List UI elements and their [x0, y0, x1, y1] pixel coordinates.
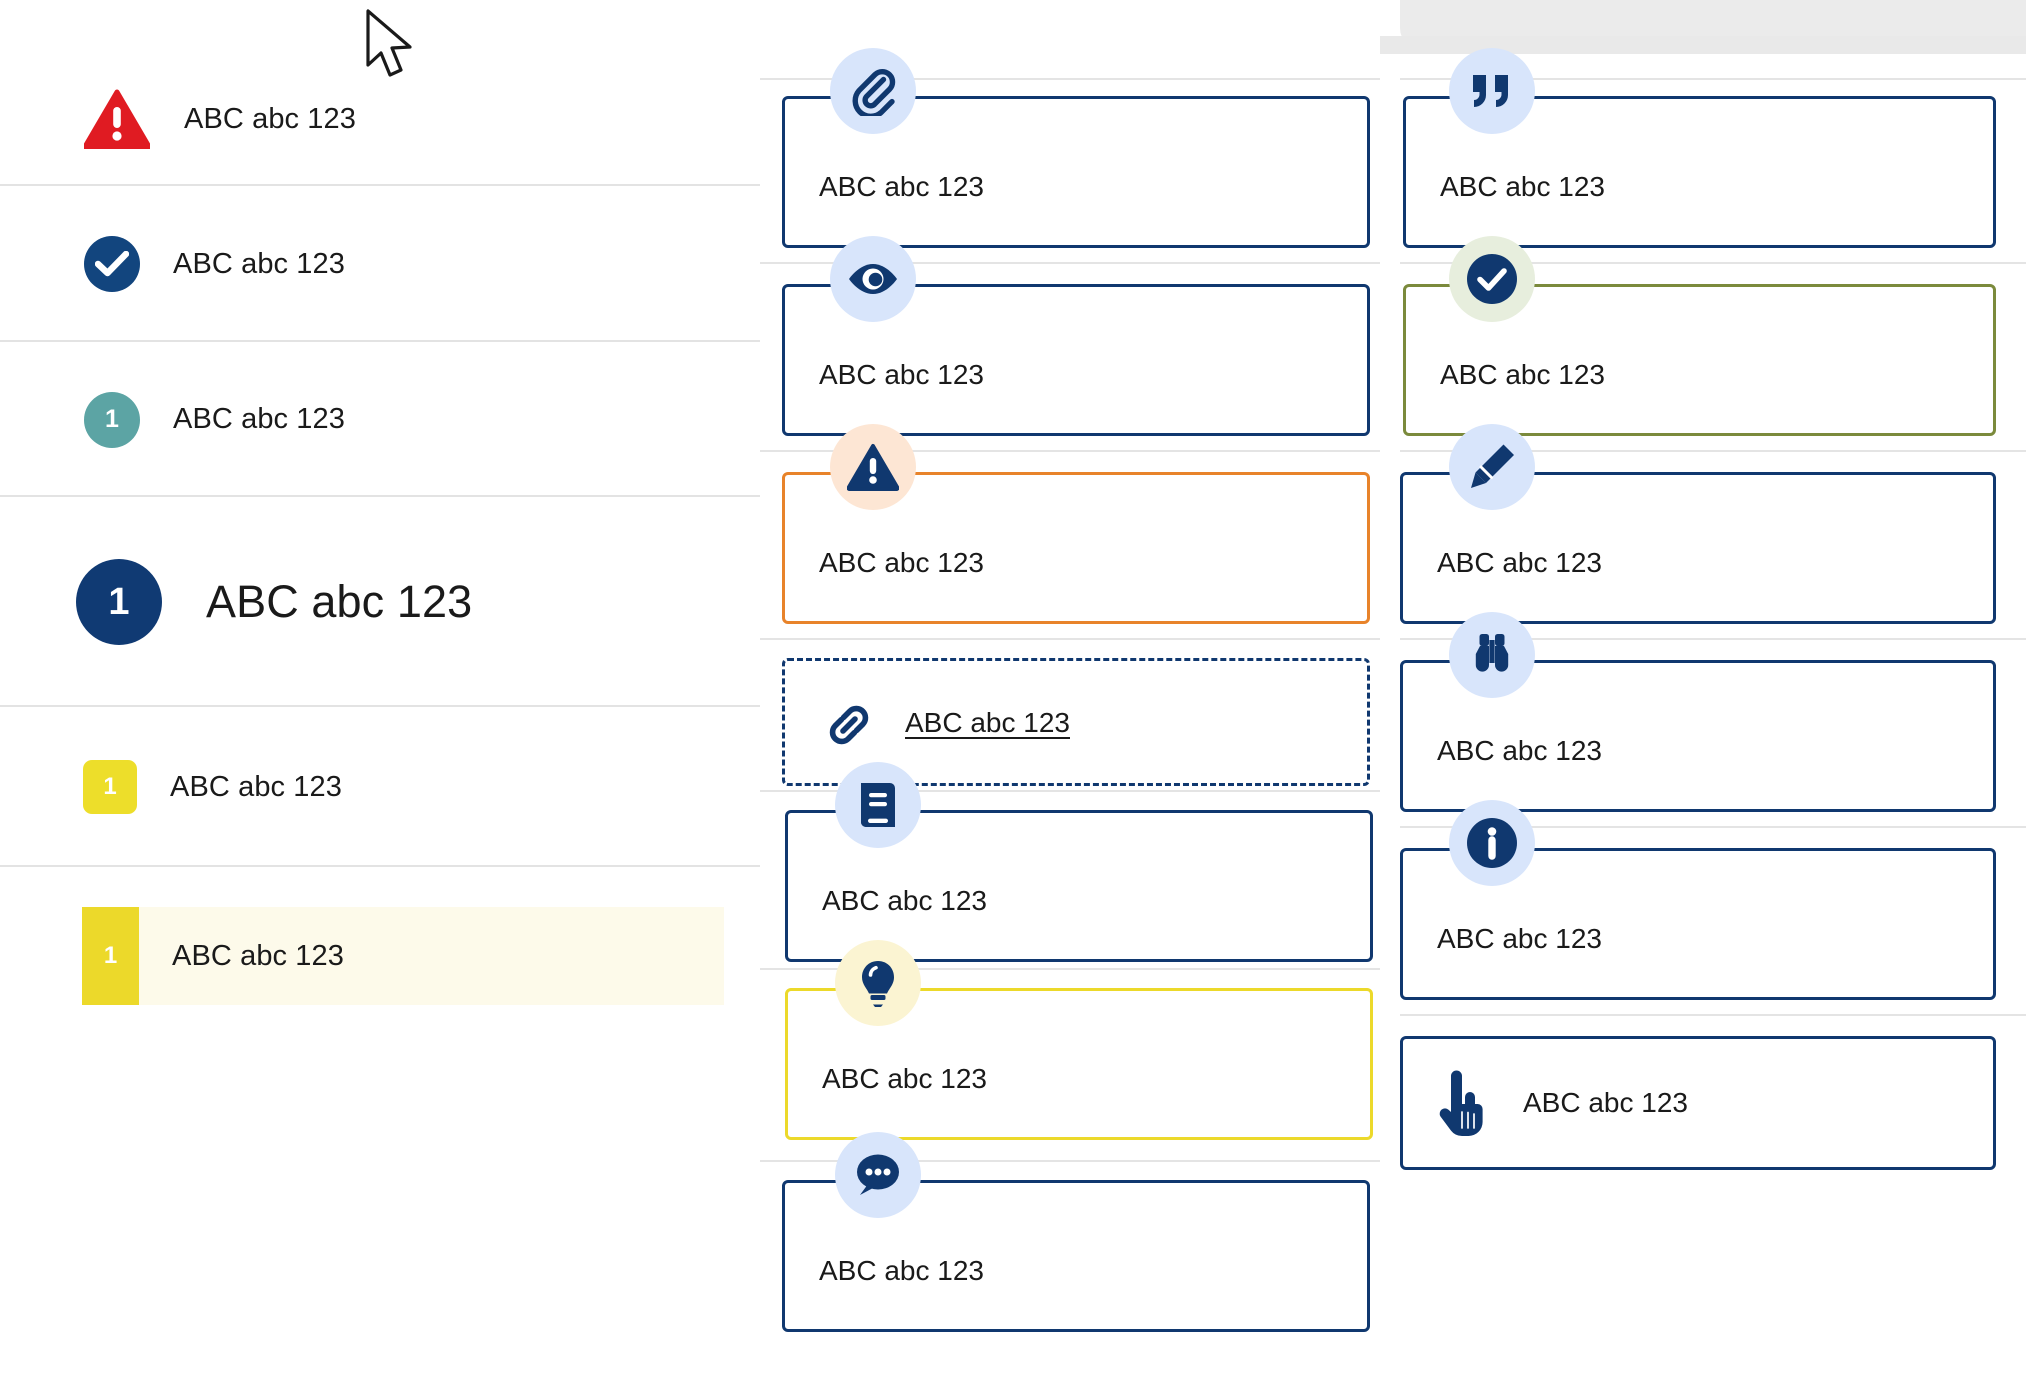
number-badge-icon: 1 — [82, 907, 139, 1005]
warning-triangle-icon — [830, 424, 916, 510]
list-item-label: ABC abc 123 — [173, 247, 345, 280]
list-item-yellow-badge[interactable]: 1 ABC abc 123 — [0, 707, 760, 867]
column-separator — [1400, 262, 2026, 264]
row-separator — [0, 705, 760, 707]
row-separator — [0, 340, 760, 342]
list-item-label: ABC abc 123 — [170, 770, 342, 803]
card-label: ABC abc 123 — [822, 885, 987, 916]
column-separator — [760, 262, 1380, 264]
row-separator — [0, 495, 760, 497]
binoculars-icon — [1449, 612, 1535, 698]
card-label: ABC abc 123 — [1437, 923, 1602, 954]
chain-link-icon — [813, 689, 885, 761]
background-panel-strip — [1380, 36, 2026, 54]
column-separator — [1400, 78, 2026, 80]
card-label: ABC abc 123 — [819, 1255, 984, 1286]
list-item-warning[interactable]: ABC abc 123 — [0, 52, 760, 186]
list-item-highlighted[interactable]: 1 ABC abc 123 — [0, 867, 760, 1047]
row-separator — [0, 865, 760, 867]
eye-icon — [830, 236, 916, 322]
pencil-icon — [1449, 424, 1535, 510]
quotation-mark-icon — [1449, 48, 1535, 134]
card-label: ABC abc 123 — [819, 171, 984, 202]
left-list-column: ABC abc 123 ABC abc 123 1 ABC abc 123 1 … — [0, 0, 760, 1392]
pointing-hand-icon — [1429, 1061, 1495, 1147]
card-label: ABC abc 123 — [819, 547, 984, 578]
card-label: ABC abc 123 — [1437, 547, 1602, 578]
warning-triangle-icon — [84, 89, 150, 149]
card-attachment[interactable]: ABC abc 123 — [782, 96, 1370, 248]
book-icon — [835, 762, 921, 848]
check-circle-icon — [84, 236, 140, 292]
list-item-check[interactable]: ABC abc 123 — [0, 186, 760, 342]
speech-bubble-icon — [835, 1132, 921, 1218]
lightbulb-icon — [835, 940, 921, 1026]
number-badge-icon: 1 — [84, 391, 140, 448]
card-label: ABC abc 123 — [1440, 359, 1605, 390]
check-circle-icon — [1449, 236, 1535, 322]
column-separator — [760, 968, 1380, 970]
card-tip[interactable]: ABC abc 123 — [785, 988, 1373, 1140]
column-separator — [760, 638, 1380, 640]
list-item-teal-badge[interactable]: 1 ABC abc 123 — [0, 342, 760, 497]
card-interactive[interactable]: ABC abc 123 — [1400, 1036, 1996, 1170]
info-circle-icon — [1449, 800, 1535, 886]
card-label: ABC abc 123 — [822, 1063, 987, 1094]
row-separator — [0, 184, 760, 186]
column-separator — [1400, 450, 2026, 452]
column-separator — [760, 78, 1380, 80]
paperclip-icon — [830, 48, 916, 134]
number-badge-icon: 1 — [83, 760, 137, 814]
card-label: ABC abc 123 — [1440, 171, 1605, 202]
list-item-primary-badge[interactable]: 1 ABC abc 123 — [0, 497, 760, 707]
number-badge-icon: 1 — [76, 559, 162, 645]
column-separator — [760, 1160, 1380, 1162]
column-separator — [760, 450, 1380, 452]
highlight-bar[interactable]: 1 ABC abc 123 — [82, 907, 724, 1005]
card-link-label[interactable]: ABC abc 123 — [905, 707, 1070, 738]
card-label: ABC abc 123 — [819, 359, 984, 390]
list-item-label: ABC abc 123 — [206, 576, 473, 627]
list-item-label: ABC abc 123 — [184, 102, 356, 135]
list-item-label: ABC abc 123 — [172, 939, 344, 972]
column-separator — [1400, 826, 2026, 828]
column-separator — [1400, 1014, 2026, 1016]
column-separator — [1400, 638, 2026, 640]
list-item-label: ABC abc 123 — [173, 403, 345, 435]
mouse-pointer-icon — [364, 9, 420, 88]
card-label: ABC abc 123 — [1523, 1087, 1688, 1118]
card-label: ABC abc 123 — [1437, 735, 1602, 766]
column-separator — [760, 790, 1380, 792]
